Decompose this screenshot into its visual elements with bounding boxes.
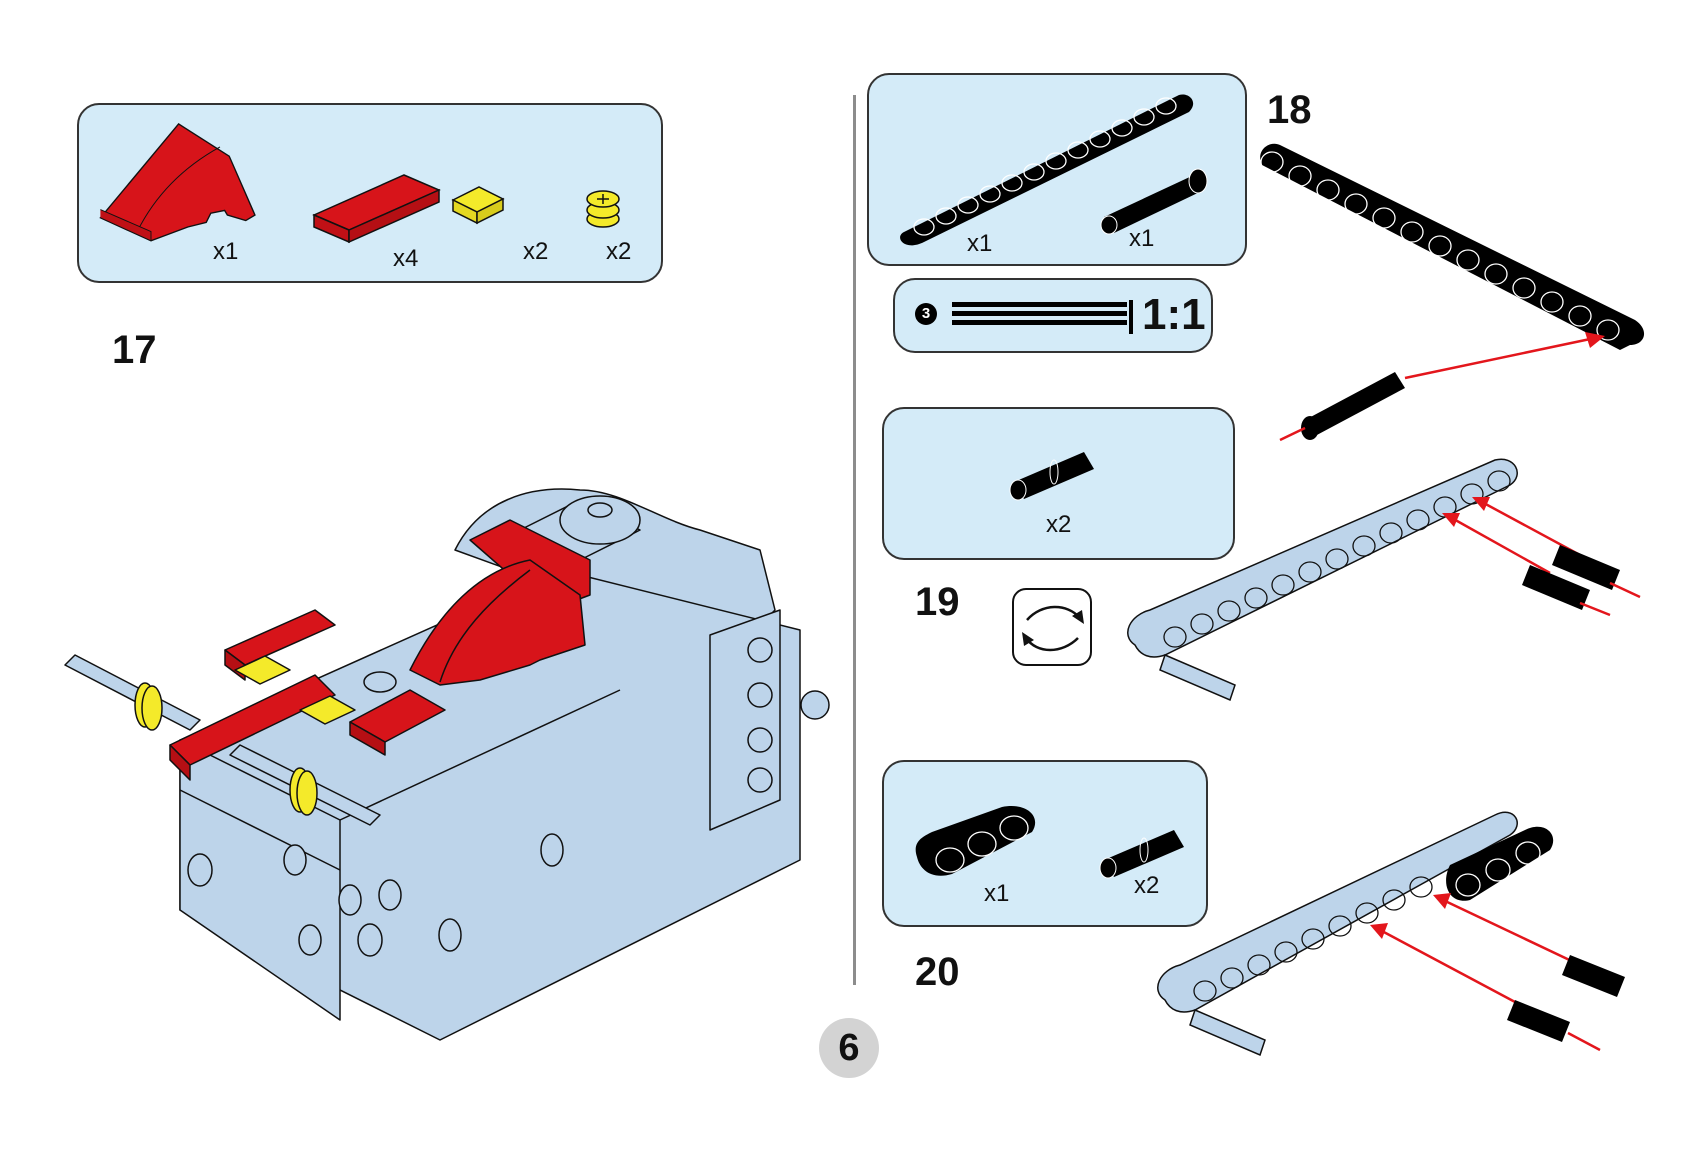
step-number: 18: [1267, 88, 1312, 132]
part-qty: x2: [1134, 872, 1160, 899]
step-20-parts-box: x1 x2: [882, 760, 1208, 927]
step-19-parts-box: x2: [882, 407, 1235, 560]
step-number: 17: [112, 328, 157, 372]
step-17-parts-box: x1 x4 x2 x2: [77, 103, 663, 283]
black-beam-13-part: [900, 94, 1194, 246]
black-connector-pin-part: [1009, 452, 1094, 501]
black-axle-pin-part: [1100, 168, 1208, 235]
step-18-parts-box: x1 x1: [867, 73, 1247, 266]
step-19-assembly: [1127, 458, 1641, 702]
page-divider: [853, 95, 856, 985]
red-curved-slope-part: [99, 123, 256, 242]
scale-marker-badge: 3: [915, 303, 937, 325]
step-number: 20: [915, 950, 960, 994]
part-qty: x1: [984, 880, 1010, 907]
scale-label: 1:1: [1142, 290, 1206, 339]
step-20-assembly: [1157, 811, 1625, 1057]
black-beam-3-part: [915, 806, 1036, 876]
axle-scale-ruler: [952, 300, 1133, 334]
part-qty: x1: [213, 238, 239, 265]
part-qty: x1: [967, 230, 993, 257]
black-connector-pin-part: [1099, 830, 1184, 879]
rotate-icon: [1012, 588, 1092, 666]
part-qty: x2: [1046, 511, 1072, 538]
page-number: 6: [819, 1018, 879, 1078]
step-18-assembly: [1260, 143, 1645, 442]
scale-reference-box: 3 1:1: [893, 278, 1213, 353]
part-qty: x1: [1129, 225, 1155, 252]
yellow-bush-part: [586, 190, 620, 228]
step-number: 19: [915, 580, 960, 624]
yellow-tile-part: [451, 186, 505, 225]
red-tile-part: [312, 174, 441, 244]
part-qty: x2: [606, 238, 632, 265]
motor-assembly-illustration: [64, 488, 830, 1041]
part-qty: x4: [393, 245, 419, 272]
part-qty: x2: [523, 238, 549, 265]
